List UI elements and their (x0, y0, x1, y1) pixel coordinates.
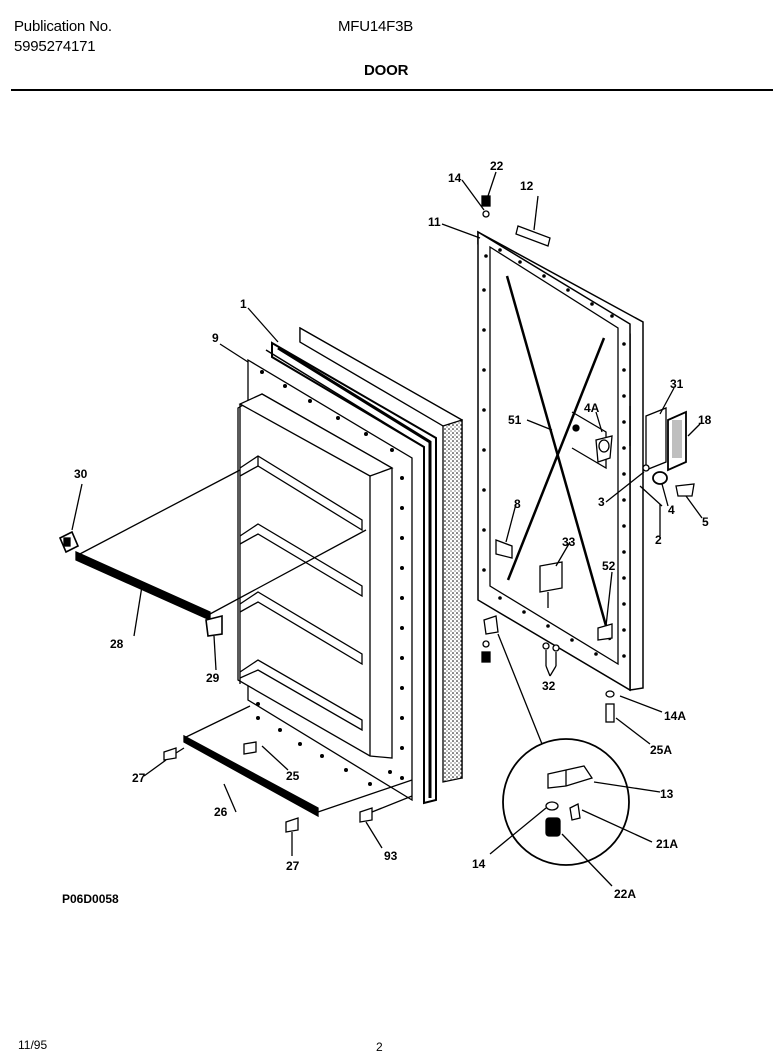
callout-8: 8 (514, 497, 521, 511)
callout-11: 11 (428, 215, 441, 229)
callout-5: 5 (702, 515, 709, 529)
drawing-code: P06D0058 (62, 892, 119, 906)
page-number: 2 (376, 1040, 383, 1054)
section-title: DOOR (364, 62, 409, 79)
callout-14A: 14A (664, 709, 686, 723)
callout-22A: 22A (614, 887, 636, 901)
callout-12: 12 (520, 179, 534, 193)
callout-29: 29 (206, 671, 220, 685)
publication-number: 5995274171 (14, 38, 96, 55)
callout-32: 32 (542, 679, 556, 693)
insulation-panel (299, 326, 464, 783)
callout-21A: 21A (656, 837, 678, 851)
callout-31: 31 (670, 377, 684, 391)
callout-18: 18 (698, 413, 712, 427)
inner-door-liner (237, 358, 413, 802)
callout-93: 93 (384, 849, 398, 863)
callout-22: 22 (490, 159, 504, 173)
callout-1: 1 (240, 297, 247, 311)
callout-25A: 25A (650, 743, 672, 757)
callout-14: 14 (448, 171, 462, 185)
model-number: MFU14F3B (338, 18, 414, 35)
revision-date: 11/95 (18, 1038, 48, 1052)
callout-51: 51 (508, 413, 522, 427)
callout-27-upper: 27 (132, 771, 146, 785)
callout-52: 52 (602, 559, 616, 573)
callout-13: 13 (660, 787, 674, 801)
callout-2: 2 (655, 533, 662, 547)
callout-30: 30 (74, 467, 88, 481)
header-divider (11, 89, 773, 91)
callout-4: 4 (668, 503, 675, 517)
callout-9: 9 (212, 331, 219, 345)
door-gasket (265, 341, 437, 805)
callout-4A: 4A (584, 401, 600, 415)
outer-door-panel (477, 230, 644, 692)
callout-25: 25 (286, 769, 300, 783)
callout-27-lower: 27 (286, 859, 300, 873)
callout-3: 3 (598, 495, 605, 509)
callout-28: 28 (110, 637, 124, 651)
publication-label: Publication No. (14, 18, 112, 35)
callout-33: 33 (562, 535, 576, 549)
callout-14-magnified: 14 (472, 857, 486, 871)
callout-26: 26 (214, 805, 228, 819)
